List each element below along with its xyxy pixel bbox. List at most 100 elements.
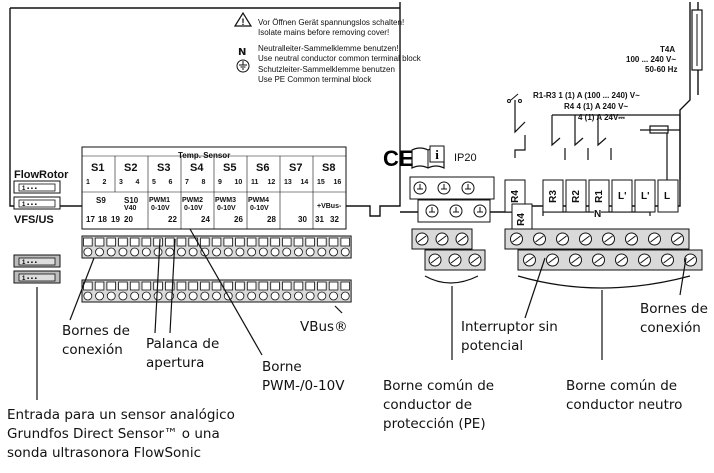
callout-analog-sensor-input: Entrada para un sensor analógico Grundfo… [7, 407, 235, 461]
terminal-bottom-screw [282, 291, 292, 301]
terminal-top-screw [106, 247, 116, 257]
terminal-top-lever [270, 237, 280, 247]
terminal-number-top: 5 [152, 179, 156, 186]
terminal-top-screw [223, 247, 233, 257]
terminal-top-lever [293, 237, 304, 247]
pe-terminal-header [409, 176, 495, 223]
fuse-icon [691, 9, 703, 71]
relay-label: L' [641, 191, 650, 202]
pwm-range-label: 0-10V [151, 205, 170, 212]
ground-icon [413, 181, 427, 195]
pwm-label: PWM1 [149, 197, 170, 204]
terminal-top-lever [340, 237, 350, 247]
ground-icon [437, 181, 451, 195]
relay-rating-2: R4 4 (1) A 240 V~ [564, 102, 629, 111]
terminal-top-screw [258, 247, 268, 257]
terminal-top-lever [223, 237, 233, 247]
terminal-top-lever [176, 237, 187, 247]
terminal-number-top: 6 [168, 179, 173, 186]
terminal-bottom-screw [235, 291, 245, 301]
terminal-number-bottom: 32 [330, 215, 339, 224]
terminal-number-bottom: 28 [267, 215, 276, 224]
terminal-bottom-screw [130, 291, 140, 301]
sensor-label: S1 [91, 162, 105, 174]
terminal-top-screw [212, 247, 221, 257]
terminal-bottom-lever [223, 281, 233, 291]
flowrotor-label: FlowRotor [14, 169, 69, 181]
terminal-number-top: 1 [86, 179, 90, 186]
terminal-top-screw [294, 247, 303, 257]
terminal-bottom-lever [246, 281, 257, 291]
terminal-top-screw [95, 247, 104, 257]
terminal-top-lever [211, 237, 222, 247]
vfs-label: VFS/US [14, 214, 54, 226]
svg-text:!: ! [242, 17, 245, 27]
terminal-bottom-lever [211, 281, 222, 291]
callout-pe-terminal: Borne común de conductor de protección (… [383, 378, 495, 432]
ground-symbol-icon [236, 59, 250, 73]
relay-top-slot [627, 235, 636, 243]
warning-icon: ! [233, 11, 253, 27]
terminal-number-top: 3 [119, 179, 123, 186]
terminal-bottom-lever [328, 281, 339, 291]
relay-bottom-slot [548, 256, 557, 264]
neutral-label: N [594, 205, 602, 224]
terminal-bottom-screw [106, 291, 116, 301]
terminal-bottom-screw [329, 291, 338, 301]
pwm-label: PWM3 [215, 197, 236, 204]
sensor-label: S2 [124, 162, 138, 174]
terminal-number-bottom: 24 [201, 215, 210, 224]
relay-label: L [664, 191, 671, 202]
switch-symbol-icon [507, 93, 522, 103]
callout-vbus: VBus® [300, 319, 348, 335]
terminal-bottom-lever [235, 281, 245, 291]
sensor-label: V40 [124, 205, 137, 212]
pe-line-2: Use PE Common terminal block [258, 75, 372, 84]
terminal-top-screw [118, 247, 128, 257]
pe-line-1: Schutzleiter-Sammelklemme benutzen [258, 65, 395, 74]
terminal-bottom-screw [247, 291, 257, 301]
terminal-bottom-lever [293, 281, 304, 291]
pe-terminal-block [411, 181, 487, 271]
terminal-top-lever [94, 237, 105, 247]
terminal-top-lever [118, 237, 128, 247]
relay-top-slot [650, 235, 659, 243]
terminal-bottom-lever [281, 281, 292, 291]
terminal-bottom-lever [129, 281, 140, 291]
terminal-bottom-screw [294, 291, 303, 301]
relay-label: L' [618, 191, 627, 202]
relay-bottom-slot [525, 256, 534, 264]
sensor-label: S7 [289, 162, 303, 174]
terminal-bottom-lever [270, 281, 280, 291]
ip-rating: IP20 [454, 152, 477, 164]
ground-icon [449, 204, 463, 218]
relay-label: R2 [570, 190, 582, 203]
terminal-number-top: 7 [185, 179, 189, 186]
terminal-bottom-lever [164, 281, 175, 291]
terminal-number-bottom: 17 [86, 215, 95, 224]
warning-line-2: Isolate mains before removing cover! [258, 28, 390, 37]
pe-top-slot [437, 235, 447, 243]
callout-lines [36, 228, 691, 400]
relay-rating-3: 4 (1) A 24V⎓ [578, 113, 625, 122]
relay-bottom-body [517, 249, 703, 271]
relay-terminal-block [504, 228, 703, 271]
callout-interruptor: Interruptor sin potencial [461, 319, 558, 354]
terminal-bottom-screw [340, 291, 350, 301]
vbus-terminal-label: +VBus- [317, 203, 342, 210]
terminal-bottom-screw [141, 291, 151, 301]
terminal-bottom-lever [118, 281, 128, 291]
relay-bottom-slot [640, 256, 649, 264]
ce-mark-icon: CE [383, 146, 414, 171]
vfs-connector: 1 ▪ ▪ ▪ [13, 196, 61, 210]
terminal-bottom-lever [106, 281, 117, 291]
terminal-top-screw [305, 247, 315, 257]
callout-bornes-conexion-right: Bornes de conexión [640, 301, 708, 336]
sensor-label: S8 [322, 162, 336, 174]
terminal-number-top: 12 [267, 179, 276, 186]
terminal-top-lever [235, 237, 245, 247]
svg-text:i: i [435, 147, 439, 162]
terminal-top-screw [165, 247, 175, 257]
terminal-top-screw [235, 247, 245, 257]
terminal-top-lever [281, 237, 292, 247]
